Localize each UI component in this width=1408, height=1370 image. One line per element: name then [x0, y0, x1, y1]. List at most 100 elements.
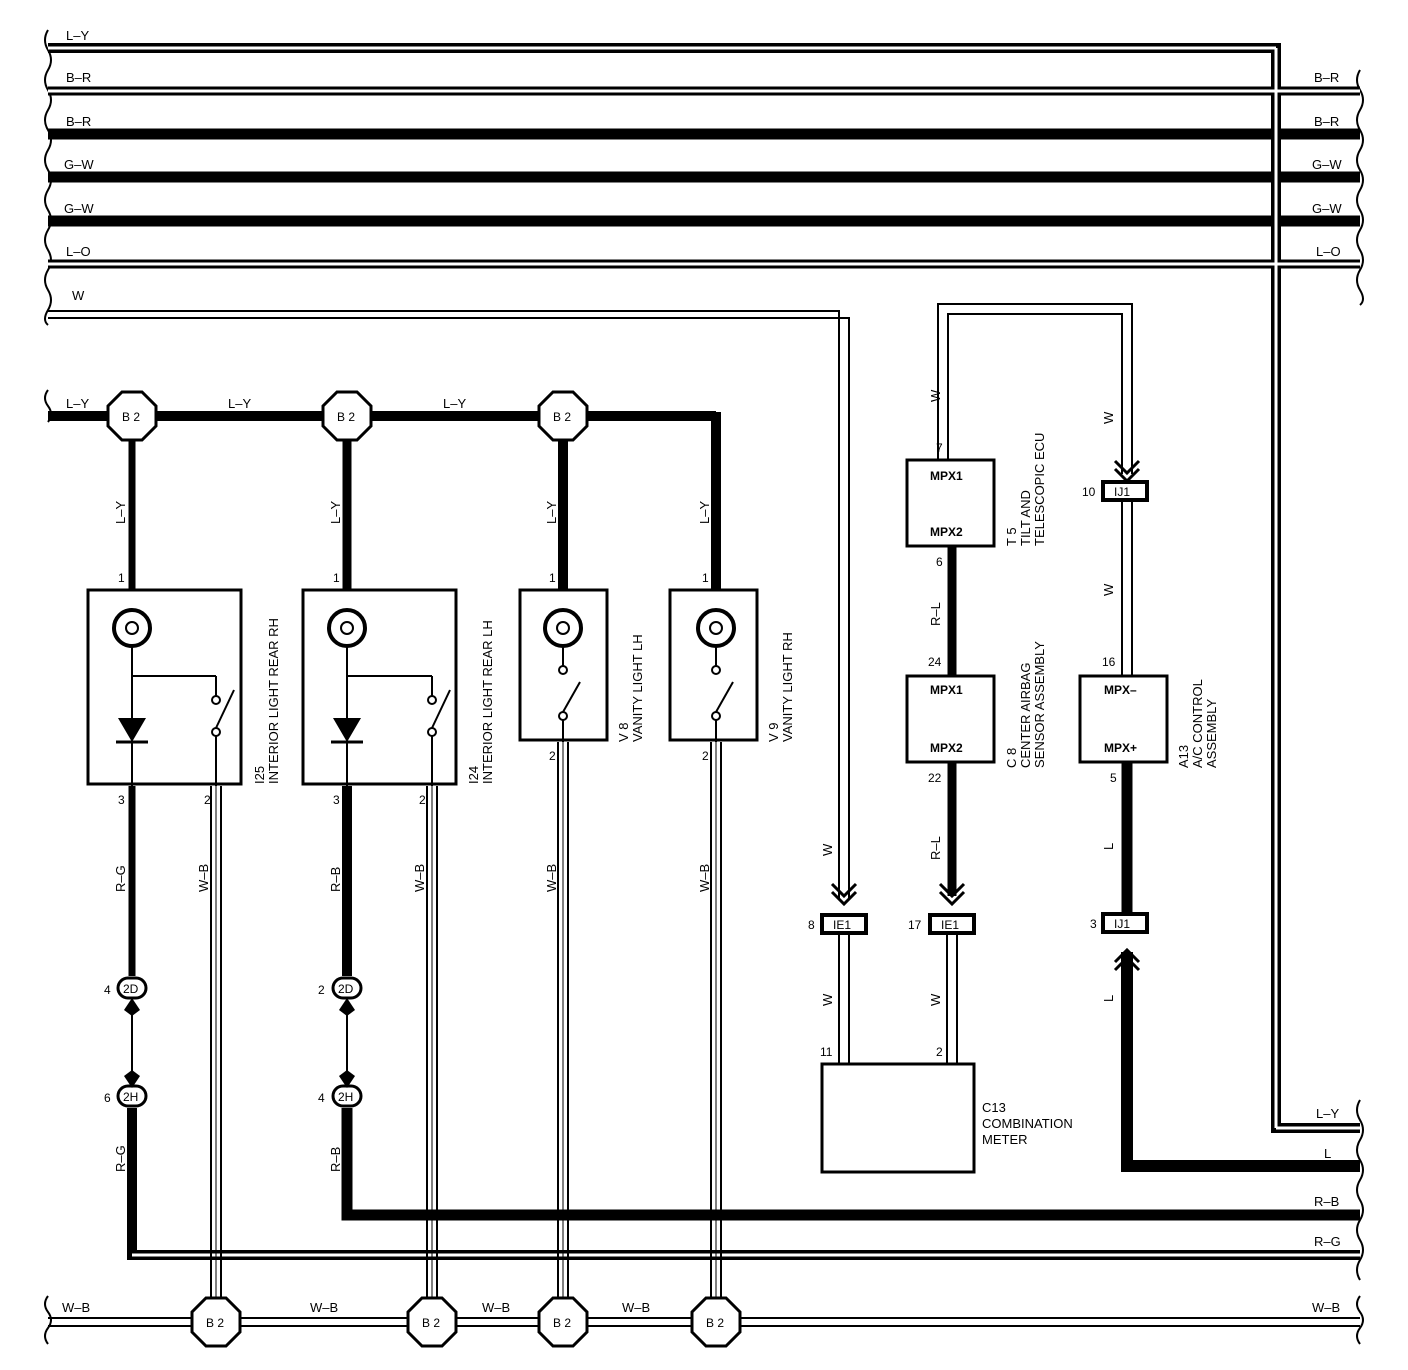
svg-text:B–R: B–R [1314, 114, 1339, 129]
svg-text:METER: METER [982, 1132, 1028, 1147]
svg-text:L–Y: L–Y [66, 28, 89, 43]
svg-text:MPX2: MPX2 [930, 741, 963, 755]
svg-text:7: 7 [936, 441, 943, 455]
b2-connector: B 2 [321, 390, 373, 442]
svg-text:W: W [928, 993, 943, 1006]
svg-text:3: 3 [118, 793, 125, 807]
svg-text:W: W [1101, 411, 1116, 424]
svg-text:MPX–: MPX– [1104, 683, 1137, 697]
i25-interior-light-rear-rh: 1 3 2 I25 INTERIOR LIGHT REAR RH [86, 571, 281, 807]
connector-2h: 2H [116, 1084, 148, 1108]
c13-combination-meter: 11 2 C13 COMBINATION METER [820, 1045, 1073, 1174]
ij1-top-arrow [1113, 459, 1141, 484]
svg-text:CENTER AIRBAG: CENTER AIRBAG [1018, 663, 1033, 768]
svg-text:R–G: R–G [113, 1145, 128, 1172]
svg-text:1: 1 [702, 571, 709, 585]
v8-vanity-light-lh: 1 2 V 8 VANITY LIGHT LH [518, 571, 645, 763]
svg-text:L–Y: L–Y [443, 396, 466, 411]
b2-connector: B 2 [537, 1296, 589, 1348]
svg-text:W: W [928, 389, 943, 402]
svg-text:4: 4 [318, 1091, 325, 1105]
ly-sub-bus-labels: L–Y L–Y L–Y [66, 396, 466, 411]
svg-text:L: L [1101, 995, 1116, 1002]
svg-text:L: L [1324, 1146, 1331, 1161]
svg-text:R–B: R–B [328, 867, 343, 892]
ij1-connector-top: IJ1 10 W [1082, 411, 1149, 502]
svg-text:W–B: W–B [622, 1300, 650, 1315]
b2-connector: B 2 [106, 390, 158, 442]
svg-text:SENSOR ASSEMBLY: SENSOR ASSEMBLY [1032, 641, 1047, 768]
svg-text:1: 1 [333, 571, 340, 585]
svg-text:2H: 2H [123, 1090, 138, 1104]
svg-text:L–Y: L–Y [113, 501, 128, 524]
svg-text:VANITY LIGHT RH: VANITY LIGHT RH [780, 632, 795, 742]
svg-text:L–O: L–O [66, 244, 91, 259]
svg-text:R–G: R–G [113, 865, 128, 892]
svg-text:8: 8 [808, 918, 815, 932]
svg-text:W–B: W–B [412, 864, 427, 892]
svg-text:V 8: V 8 [616, 722, 631, 742]
svg-text:INTERIOR LIGHT REAR LH: INTERIOR LIGHT REAR LH [480, 620, 495, 784]
svg-text:5: 5 [1110, 771, 1117, 785]
svg-text:L–Y: L–Y [228, 396, 251, 411]
svg-text:IE1: IE1 [833, 918, 851, 932]
wb-center-hairlines [215, 742, 717, 1300]
ie1-arrow-left [830, 882, 858, 907]
svg-text:2H: 2H [338, 1090, 353, 1104]
svg-text:IJ1: IJ1 [1114, 917, 1130, 931]
ij1-connector-bottom: IJ1 3 [1090, 912, 1149, 934]
svg-text:L–Y: L–Y [1316, 1106, 1339, 1121]
i24-interior-light-rear-lh: 1 3 2 I24 INTERIOR LIGHT REAR LH [301, 571, 495, 807]
svg-text:R–L: R–L [928, 836, 943, 860]
svg-text:B 2: B 2 [206, 1316, 224, 1330]
b2-connector: B 2 [190, 1296, 242, 1348]
svg-text:11: 11 [820, 1045, 833, 1059]
svg-text:I25: I25 [252, 766, 267, 784]
svg-text:W–B: W–B [544, 864, 559, 892]
bottom-right-labels: L–Y L R–B R–G [1314, 1106, 1341, 1249]
bottom-bus-labels: W–B W–B W–B W–B W–B [62, 1300, 1340, 1315]
connector-2d: 2D [116, 976, 148, 1000]
ie1-connectors: IE1 8 IE1 17 [808, 913, 976, 935]
connectors-2d-2h: 2D 2H 2D 2H 4 6 2 4 [104, 976, 363, 1108]
svg-text:T 5: T 5 [1004, 527, 1019, 546]
top-bus-wires [48, 43, 1360, 1133]
svg-text:COMBINATION: COMBINATION [982, 1116, 1073, 1131]
svg-text:10: 10 [1082, 485, 1096, 499]
svg-text:C 8: C 8 [1004, 748, 1019, 768]
svg-text:W: W [72, 288, 85, 303]
v9-vanity-light-rh: 1 2 V 9 VANITY LIGHT RH [668, 571, 795, 763]
svg-text:B 2: B 2 [422, 1316, 440, 1330]
svg-text:W–B: W–B [196, 864, 211, 892]
top-labels-right: B–R B–R G–W G–W L–O [1312, 70, 1342, 259]
w-loop-wire [937, 303, 1133, 474]
svg-text:G–W: G–W [64, 201, 94, 216]
svg-text:2: 2 [936, 1045, 943, 1059]
svg-text:G–W: G–W [1312, 201, 1342, 216]
svg-text:W–B: W–B [310, 1300, 338, 1315]
svg-text:1: 1 [549, 571, 556, 585]
svg-text:W: W [1101, 583, 1116, 596]
b2-connectors-top: B 2 B 2 B 2 [106, 390, 589, 442]
svg-text:W–B: W–B [1312, 1300, 1340, 1315]
left-break-marks [44, 29, 52, 1345]
svg-text:L: L [1101, 843, 1116, 850]
svg-text:MPX1: MPX1 [930, 683, 963, 697]
svg-text:G–W: G–W [64, 157, 94, 172]
svg-text:ASSEMBLY: ASSEMBLY [1204, 699, 1219, 768]
svg-text:I24: I24 [466, 766, 481, 784]
svg-text:B 2: B 2 [553, 1316, 571, 1330]
svg-text:L–Y: L–Y [697, 501, 712, 524]
svg-text:2D: 2D [123, 982, 139, 996]
vertical-wire-labels: R–G W–B R–B W–B W–B W–B R–G R–B [113, 864, 712, 1172]
svg-text:B 2: B 2 [122, 410, 140, 424]
svg-text:24: 24 [928, 655, 942, 669]
t5-tilt-telescopic-ecu: MPX1 MPX2 7 6 T 5 TILT AND TELESCOPIC EC… [905, 389, 1047, 569]
svg-text:L–Y: L–Y [544, 501, 559, 524]
connector-2d: 2D [331, 976, 363, 1000]
svg-text:2: 2 [318, 983, 325, 997]
svg-text:4: 4 [104, 983, 111, 997]
svg-text:22: 22 [928, 771, 942, 785]
svg-text:A/C CONTROL: A/C CONTROL [1190, 679, 1205, 768]
